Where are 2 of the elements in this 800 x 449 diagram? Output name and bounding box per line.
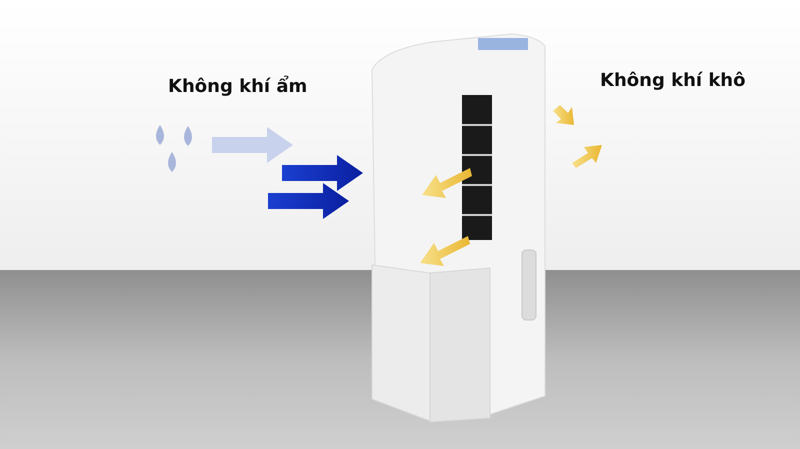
caption-text: Không khí khô xyxy=(600,70,746,91)
caption-text: Không khí ẩm xyxy=(168,76,308,97)
